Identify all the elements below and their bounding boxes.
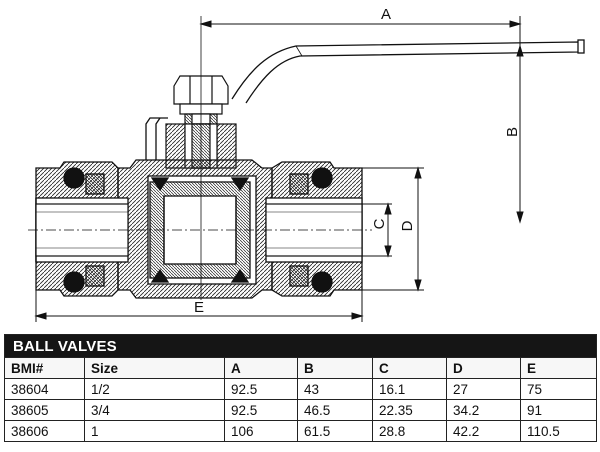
cell-bmi: 38605 (4, 399, 85, 421)
table-title: BALL VALVES (4, 334, 597, 358)
dimension-c (362, 202, 392, 258)
ball-valves-spec-table: BALL VALVES BMI# Size A B C D E 38604 1/… (4, 334, 597, 442)
table-header-row: BMI# Size A B C D E (4, 357, 597, 379)
cell-a: 106 (224, 420, 298, 442)
header-a: A (224, 357, 298, 379)
table-row: 38606 1 106 61.5 28.8 42.2 110.5 (4, 420, 597, 442)
dimension-e (34, 262, 364, 322)
cell-bmi: 38604 (4, 378, 85, 400)
cell-e: 75 (520, 378, 597, 400)
header-e: E (520, 357, 597, 379)
cell-c: 22.35 (372, 399, 447, 421)
cell-b: 61.5 (297, 420, 373, 442)
cell-bmi: 38606 (4, 420, 85, 442)
header-bmi: BMI# (4, 357, 85, 379)
dimension-d-label: D (399, 220, 416, 231)
dimension-d (340, 166, 424, 292)
dimension-a-label: A (381, 6, 391, 23)
cell-d: 42.2 (446, 420, 521, 442)
valve-body (117, 159, 273, 299)
cell-e: 110.5 (520, 420, 597, 442)
header-b: B (297, 357, 373, 379)
cell-e: 91 (520, 399, 597, 421)
dimension-b-label: B (504, 127, 521, 137)
cell-c: 16.1 (372, 378, 447, 400)
cell-size: 1/2 (84, 378, 225, 400)
header-size: Size (84, 357, 225, 379)
header-c: C (372, 357, 447, 379)
dimension-c-label: C (371, 218, 388, 229)
table-row: 38604 1/2 92.5 43 16.1 27 75 (4, 378, 597, 400)
dimension-b (516, 44, 524, 224)
header-d: D (446, 357, 521, 379)
cell-d: 34.2 (446, 399, 521, 421)
cell-a: 92.5 (224, 378, 298, 400)
valve-handle (145, 39, 585, 160)
cell-d: 27 (446, 378, 521, 400)
cell-size: 1 (84, 420, 225, 442)
dimension-e-label: E (194, 299, 204, 316)
cell-b: 46.5 (297, 399, 373, 421)
table-row: 38605 3/4 92.5 46.5 22.35 34.2 91 (4, 399, 597, 421)
cell-size: 3/4 (84, 399, 225, 421)
cell-c: 28.8 (372, 420, 447, 442)
cell-a: 92.5 (224, 399, 298, 421)
table-title-row: BALL VALVES (4, 334, 597, 358)
cell-b: 43 (297, 378, 373, 400)
ball-valve-drawing: A B C D E (28, 6, 585, 322)
